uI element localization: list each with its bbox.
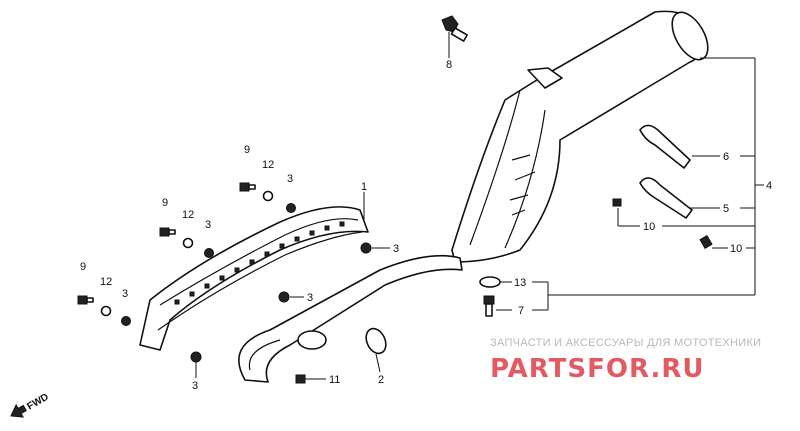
callout-3: 3 bbox=[393, 243, 399, 255]
callout-5: 5 bbox=[723, 203, 729, 215]
callout-11: 11 bbox=[329, 374, 340, 386]
callout-3: 3 bbox=[307, 292, 313, 304]
callout-3: 3 bbox=[205, 219, 211, 231]
callout-2: 2 bbox=[378, 374, 384, 386]
callout-12: 12 bbox=[182, 209, 194, 221]
heat-shield bbox=[139, 206, 369, 351]
callout-labels: 8 1 2 3 3 3 3 3 3 11 9 12 9 12 9 12 4 6 … bbox=[80, 59, 772, 392]
callout-3: 3 bbox=[122, 288, 128, 300]
callout-7: 7 bbox=[518, 305, 524, 317]
arrow-left-icon bbox=[10, 403, 27, 418]
fwd-direction-indicator: FWD bbox=[10, 392, 51, 418]
exhaust-pipe bbox=[238, 254, 463, 383]
band-5 bbox=[639, 177, 693, 219]
callout-6: 6 bbox=[723, 151, 729, 163]
callout-12: 12 bbox=[262, 159, 274, 171]
band-6 bbox=[639, 124, 691, 169]
fwd-label: FWD bbox=[25, 392, 50, 413]
hardware-bolts-nuts bbox=[77, 15, 713, 384]
callout-9: 9 bbox=[80, 261, 86, 273]
callout-10: 10 bbox=[730, 243, 742, 255]
muffler bbox=[451, 10, 709, 263]
watermark-brand: PARTSFOR.RU bbox=[490, 354, 704, 384]
callout-12: 12 bbox=[100, 276, 112, 288]
watermark-tagline: ЗАПЧАСТИ И АКСЕССУАРЫ ДЛЯ МОТОТЕХНИКИ bbox=[490, 337, 761, 349]
callout-4: 4 bbox=[766, 180, 772, 192]
callout-10: 10 bbox=[643, 221, 655, 233]
callout-9: 9 bbox=[244, 144, 250, 156]
callout-3: 3 bbox=[287, 173, 293, 185]
callout-8: 8 bbox=[446, 59, 452, 71]
callout-1: 1 bbox=[361, 181, 367, 193]
callout-9: 9 bbox=[162, 197, 168, 209]
leader-lines bbox=[195, 32, 764, 380]
callout-13: 13 bbox=[514, 277, 526, 289]
callout-3: 3 bbox=[192, 380, 198, 392]
gasket bbox=[365, 327, 387, 355]
